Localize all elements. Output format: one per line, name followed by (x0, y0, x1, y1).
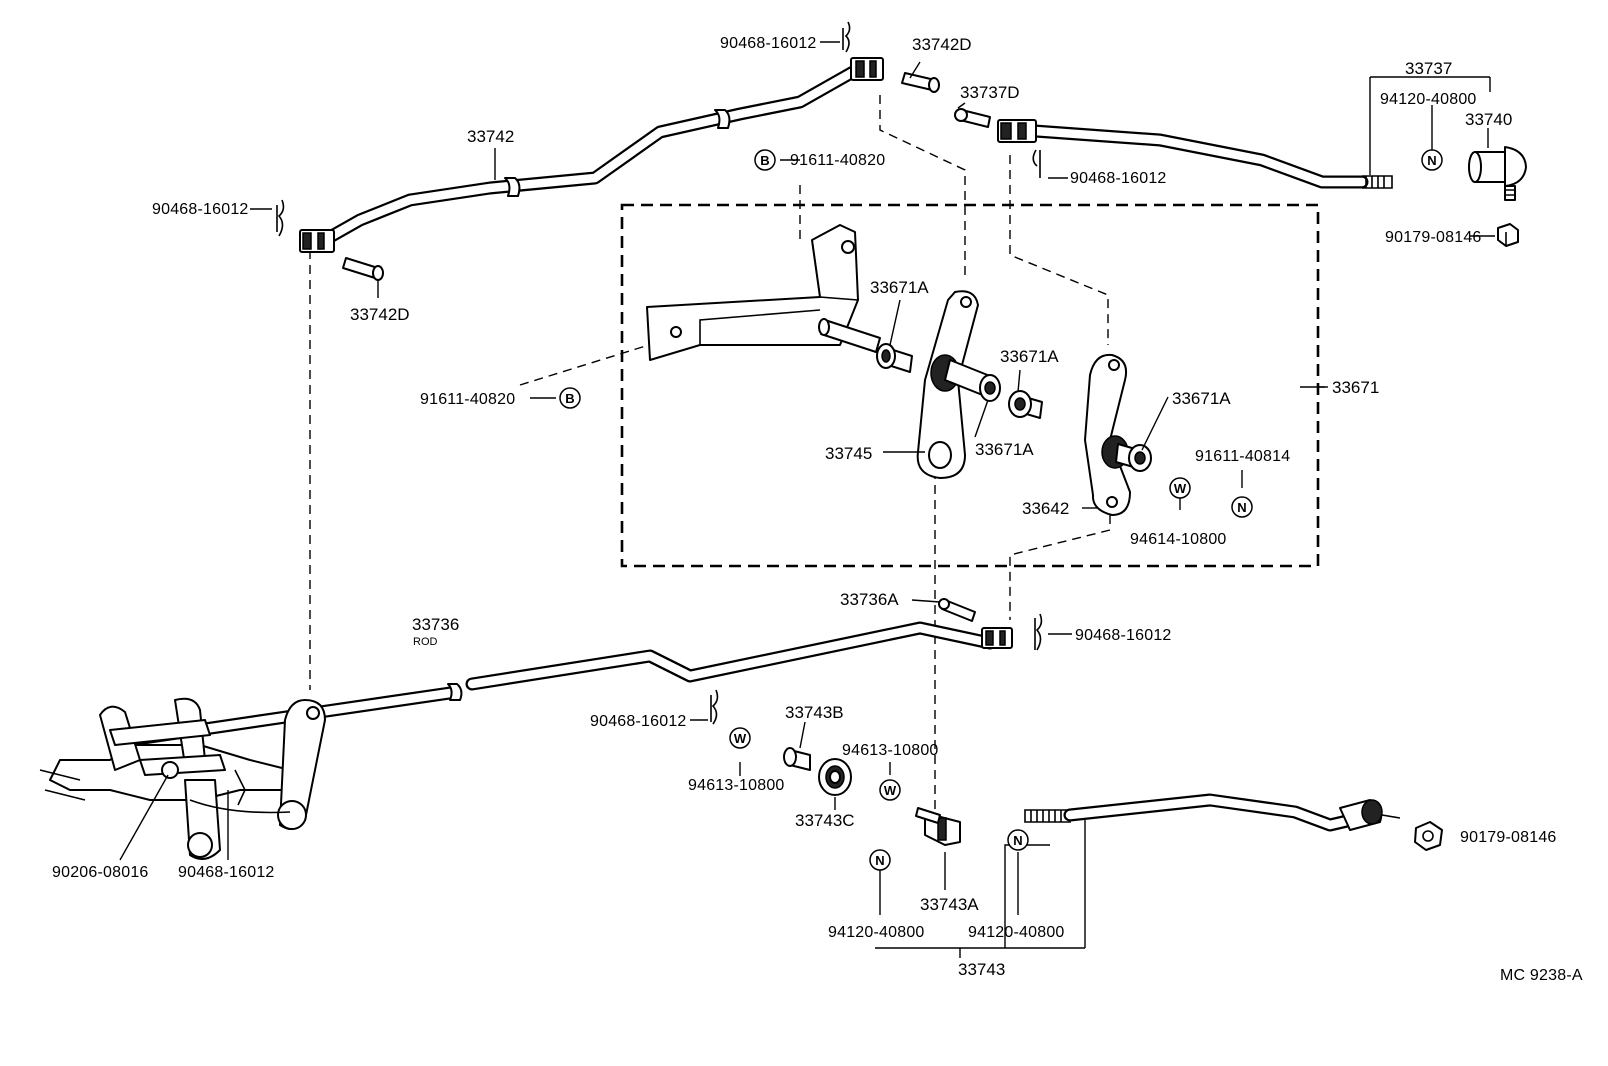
w-center-symbol: W (879, 779, 901, 801)
bush-33743c (818, 758, 852, 796)
label-pin-top-right: 33742D (912, 35, 972, 54)
label-lever-33642: 33642 (1022, 499, 1069, 518)
svg-text:W: W (1174, 481, 1187, 496)
label-washer-94613-a: 94613-10800 (688, 777, 785, 794)
label-pin-left: 33742D (350, 305, 410, 324)
dashed-guides (309, 95, 1111, 830)
label-nut-90179-bottom: 90179-08146 (1460, 829, 1557, 846)
figure-code: MC 9238-A (1500, 967, 1583, 984)
rod-33737 (997, 119, 1393, 189)
bush-33671a-2 (979, 374, 1001, 402)
w-left-symbol: W (729, 727, 751, 749)
nut-icon-90179-top (1497, 223, 1519, 247)
n-mid-symbol: N (1231, 496, 1253, 518)
label-bush-33743b: 33743B (785, 703, 844, 722)
shift-mechanism (39, 697, 326, 860)
label-rod-lower: 33736 (412, 615, 459, 634)
label-rod-lower-sub: ROD (413, 636, 438, 648)
label-bush-33671a-3: 33671A (1172, 389, 1231, 408)
assembly-box-33671 (620, 203, 1320, 568)
nut-icon-90179-bottom (1414, 821, 1443, 851)
clip-icon-right-mid (1034, 613, 1043, 651)
label-clip-right-top: 90468-16012 (1070, 170, 1167, 187)
label-assy-33671: 33671 (1332, 378, 1379, 397)
svg-text:N: N (1237, 500, 1246, 515)
label-lever-33745: 33745 (825, 444, 872, 463)
label-rod-33743: 33743 (958, 960, 1005, 979)
label-bolt-b-left: 91611-40820 (420, 391, 515, 408)
bush-33671a-1 (876, 343, 913, 373)
clamp-33743a (915, 807, 961, 846)
label-washer-94613-b: 94613-10800 (842, 742, 939, 759)
label-rod-33737: 33737 (1405, 59, 1452, 78)
bolt-33736a (938, 598, 976, 622)
lever-33642 (1084, 353, 1131, 516)
ball-joint-33740 (1468, 146, 1527, 201)
clip-icon-left (276, 199, 285, 237)
label-clamp-33743a: 33743A (920, 895, 979, 914)
svg-text:N: N (875, 853, 884, 868)
bush-33671a-4 (1115, 443, 1152, 472)
label-clip-right-mid: 90468-16012 (1075, 627, 1172, 644)
b-top-symbol: B (754, 149, 776, 171)
bolt-33737d (954, 108, 991, 128)
label-bolt-91611-40814: 91611-40814 (1195, 448, 1290, 465)
label-nut-94120-right: 94120-40800 (968, 924, 1065, 941)
part-labels: 90468-16012 33742D 33742 90468-16012 337… (52, 35, 1583, 984)
svg-text:N: N (1013, 833, 1022, 848)
label-nut-94120-left: 94120-40800 (828, 924, 925, 941)
leader-lines (119, 41, 1495, 958)
label-bush-33671a-4: 33671A (975, 440, 1034, 459)
label-nut-94120-top: 94120-40800 (1380, 91, 1477, 108)
w-mid-symbol: W (1169, 477, 1191, 499)
clip-icon-top (842, 21, 851, 53)
label-bush-33671a-1: 33671A (870, 278, 929, 297)
label-joint-33740: 33740 (1465, 110, 1512, 129)
rod-33743 (1024, 793, 1401, 832)
n-bottom-left-symbol: N (869, 849, 891, 871)
bush-33671a-3 (1008, 390, 1043, 419)
label-clip-bottom: 90468-16012 (178, 864, 275, 881)
rod-33736 (123, 621, 1013, 747)
label-rod-upper: 33742 (467, 127, 514, 146)
svg-text:W: W (734, 731, 747, 746)
clip-icon-right-top (1032, 149, 1041, 178)
label-pin-90206: 90206-08016 (52, 864, 149, 881)
svg-text:N: N (1427, 153, 1436, 168)
bracket (646, 224, 859, 361)
clip-icon-mid (710, 689, 719, 725)
label-bush-33743c: 33743C (795, 811, 855, 830)
pin-33742d-right (901, 72, 940, 93)
label-clip-left: 90468-16012 (152, 201, 249, 218)
n-top-symbol: N (1421, 149, 1443, 171)
label-bolt-b-top: 91611-40820 (790, 152, 885, 169)
shaft (818, 318, 881, 353)
svg-text:W: W (884, 783, 897, 798)
label-bush-33671a-2: 33671A (1000, 347, 1059, 366)
bush-33743b (783, 747, 811, 771)
label-clip-mid: 90468-16012 (590, 713, 687, 730)
symbols: B B N N W W W N (559, 149, 1443, 871)
label-washer-94614: 94614-10800 (1130, 531, 1227, 548)
label-bolt-33736a: 33736A (840, 590, 899, 609)
pin-33742d-left (342, 257, 384, 281)
n-bottom-right-symbol: N (1007, 829, 1029, 851)
label-clip-top: 90468-16012 (720, 35, 817, 52)
svg-text:B: B (565, 391, 574, 406)
label-bolt-33737d: 33737D (960, 83, 1020, 102)
b-left-symbol: B (559, 387, 581, 409)
lever-33745 (916, 290, 996, 479)
svg-text:B: B (760, 153, 769, 168)
rod-33742 (299, 57, 884, 253)
label-nut-90179-top: 90179-08146 (1385, 229, 1482, 246)
